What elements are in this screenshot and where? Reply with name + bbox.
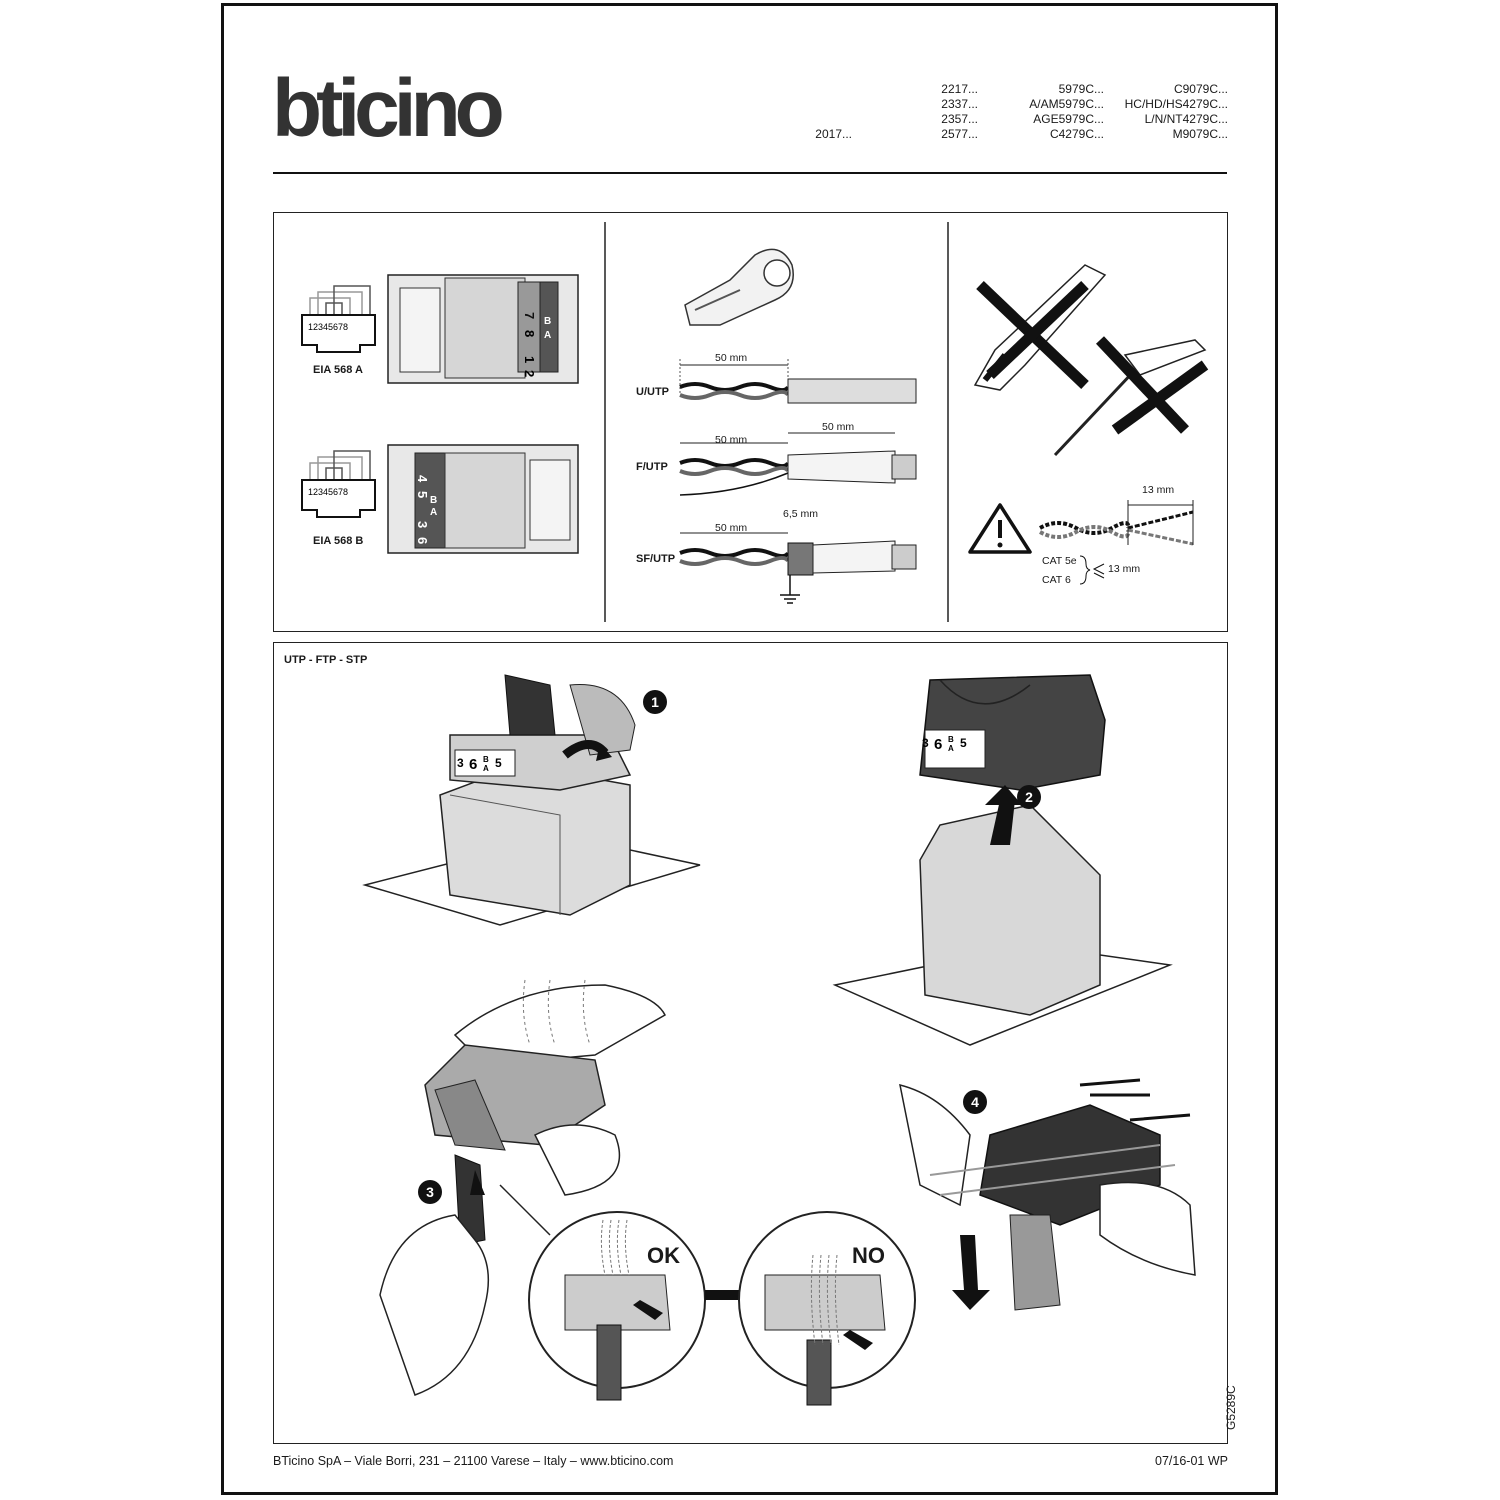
- dim-50mm-f: 50 mm: [715, 434, 748, 446]
- eia-568b-label: EIA 568 B: [313, 535, 364, 547]
- step4-badge: 4: [963, 1090, 987, 1114]
- svg-text:12345678: 12345678: [308, 487, 348, 497]
- warning-twist-diagram: [968, 500, 1194, 554]
- step2-illustration: [832, 674, 1173, 1046]
- step1-badge: 1: [643, 690, 667, 714]
- dim-6-5mm: 6,5 mm: [783, 508, 819, 520]
- svg-text:5: 5: [415, 491, 430, 498]
- cat5e-label: CAT 5e: [1042, 555, 1077, 567]
- svg-text:B: B: [430, 495, 437, 506]
- header-rule: [273, 172, 1227, 174]
- no-label: NO: [852, 1243, 885, 1268]
- no-detail-circle: [738, 1211, 916, 1406]
- steps-panel: [273, 642, 1228, 1444]
- info-dividers: [604, 222, 949, 622]
- svg-text:bticino: bticino: [272, 63, 502, 154]
- svg-text:5: 5: [960, 736, 967, 750]
- info-panel: [273, 212, 1228, 632]
- callout-line: [499, 1184, 551, 1236]
- codes-col2: 2217... 2337... 2357... 2577...: [941, 82, 978, 141]
- ok-detail-circle: [528, 1211, 706, 1401]
- svg-text:B: B: [544, 316, 551, 327]
- svg-text:5: 5: [495, 756, 502, 770]
- step3-illustration: [379, 979, 666, 1396]
- document-code: G5289C: [1224, 1385, 1238, 1430]
- svg-text:A: A: [544, 330, 551, 341]
- codes-col4: C9079C... HC/HD/HS4279C... L/N/NT4279C..…: [1124, 82, 1228, 141]
- dim-13mm: 13 mm: [1142, 484, 1175, 496]
- forbidden-tools-icon: [973, 264, 1209, 457]
- jack-diagram-a: 12345678 7 8 B A 1 2: [301, 274, 579, 384]
- svg-text:12345678: 12345678: [308, 322, 348, 332]
- bticino-logo: bticino: [272, 63, 508, 154]
- svg-text:A: A: [948, 744, 954, 753]
- jack-diagram-b: 12345678 4 5 B A 3 6: [301, 444, 579, 554]
- f-utp-label: F/UTP: [636, 461, 668, 473]
- step1-illustration: [362, 674, 701, 926]
- codes-col3: 5979C... A/AM5979C... AGE5979C... C4279C…: [1029, 82, 1104, 141]
- svg-text:6: 6: [415, 537, 430, 544]
- step2-badge: 2: [1017, 785, 1041, 809]
- codes-col1: 2017...: [815, 127, 852, 141]
- dim-50mm-f2: 50 mm: [822, 421, 855, 433]
- cat6-label: CAT 6: [1042, 574, 1071, 586]
- cable-strip-diagrams: [679, 359, 917, 604]
- revision-date: 07/16-01 WP: [1155, 1454, 1228, 1468]
- svg-text:3: 3: [922, 736, 929, 750]
- step3-badge: 3: [418, 1180, 442, 1204]
- svg-text:B: B: [948, 735, 954, 744]
- svg-text:3: 3: [457, 756, 464, 770]
- svg-text:A: A: [483, 764, 489, 773]
- svg-text:B: B: [483, 755, 489, 764]
- u-utp-label: U/UTP: [636, 386, 669, 398]
- le-13mm: 13 mm: [1108, 563, 1141, 575]
- svg-text:8: 8: [522, 330, 537, 337]
- page-frame: [221, 3, 1278, 1495]
- company-address: BTicino SpA – Viale Borri, 231 – 21100 V…: [273, 1454, 674, 1468]
- svg-text:3: 3: [415, 521, 430, 528]
- eia-568a-label: EIA 568 A: [313, 364, 363, 376]
- stripper-tool-icon: [684, 248, 794, 326]
- svg-text:6: 6: [469, 756, 477, 773]
- step4-illustration: [899, 1078, 1196, 1311]
- step2-labels: 3 6 B A 5: [922, 735, 967, 753]
- svg-text:4: 4: [415, 475, 430, 483]
- svg-text:2: 2: [522, 370, 537, 377]
- svg-text:6: 6: [934, 736, 942, 753]
- sf-utp-label: SF/UTP: [636, 553, 676, 565]
- brace-le-icon: [1079, 555, 1105, 585]
- svg-text:A: A: [430, 507, 437, 518]
- step1-labels: 3 6 B A 5: [457, 755, 502, 773]
- dim-50mm-u: 50 mm: [715, 352, 748, 364]
- ok-label: OK: [647, 1243, 680, 1268]
- svg-text:7: 7: [522, 312, 537, 319]
- dim-50mm-sf: 50 mm: [715, 522, 748, 534]
- section-title: UTP - FTP - STP: [284, 654, 368, 666]
- svg-text:1: 1: [522, 356, 537, 363]
